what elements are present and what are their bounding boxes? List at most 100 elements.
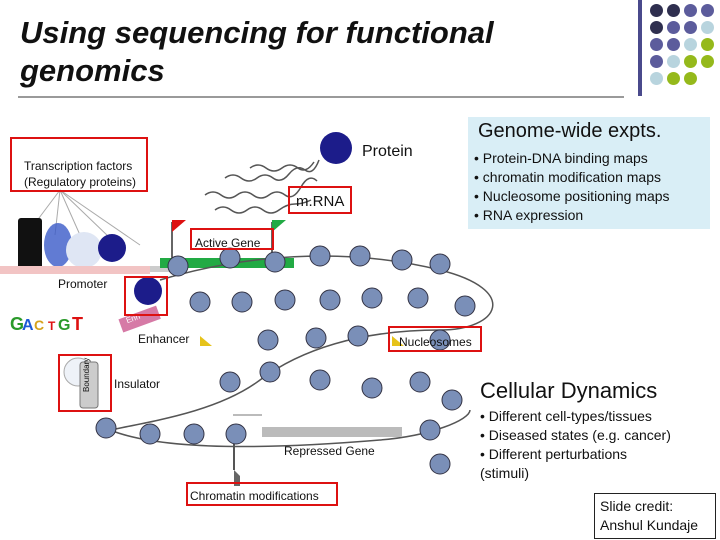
- grid-dot: [667, 4, 680, 17]
- grid-dot: [684, 4, 697, 17]
- nucleosome: [419, 419, 441, 441]
- grid-dot: [701, 38, 714, 51]
- highlight-active-gene-box: [190, 228, 274, 250]
- boundary-block: [79, 361, 99, 409]
- list-item: (stimuli): [480, 465, 529, 481]
- dna-strand: [150, 266, 175, 272]
- grid-dot: [667, 38, 680, 51]
- list-item: • Protein-DNA binding maps: [474, 150, 648, 166]
- nucleosome: [349, 245, 371, 267]
- list-item: • RNA expression: [474, 207, 584, 223]
- repressed-gene-bar: [262, 427, 402, 437]
- nucleosome: [257, 329, 279, 351]
- grid-dot: [667, 21, 680, 34]
- yellow-marker: [392, 336, 404, 346]
- nucleosome: [391, 249, 413, 271]
- tf-navy-circle: [98, 234, 126, 262]
- grid-dot: [667, 72, 680, 85]
- promoter-protein: [134, 277, 162, 305]
- cellular-dynamics-list: • Different cell-types/tissues • Disease…: [480, 407, 671, 483]
- nucleosome: [219, 247, 241, 269]
- dna-promoter-strand: [0, 266, 150, 274]
- list-item: • Different perturbations: [480, 446, 628, 462]
- highlight-nucleosomes-box: [388, 326, 482, 352]
- nucleosome: [259, 361, 281, 383]
- genome-wide-box: [468, 117, 710, 229]
- slide-credit: Slide credit: Anshul Kundaje: [594, 493, 716, 539]
- highlight-chromatin-mod-box: [186, 482, 338, 506]
- nucleosome: [429, 453, 451, 475]
- grid-dot: [701, 55, 714, 68]
- enhancer-tag: [118, 305, 161, 333]
- grid-dot: [684, 55, 697, 68]
- insulator-label: Insulator: [114, 377, 161, 391]
- protein-label: Protein: [362, 143, 413, 160]
- highlight-insulator-box: [58, 354, 112, 412]
- nucleosome: [441, 389, 463, 411]
- list-item: • Nucleosome positioning maps: [474, 188, 670, 204]
- promoter-label: Promoter: [58, 277, 108, 291]
- nucleosome: [189, 291, 211, 313]
- grid-dot: [701, 4, 714, 17]
- svg-text:A: A: [22, 317, 34, 334]
- grid-dot: [684, 21, 697, 34]
- slide-title: Using sequencing for functional genomics: [20, 15, 494, 88]
- nucleosome: [305, 327, 327, 349]
- grid-dot: [650, 38, 663, 51]
- svg-text:C: C: [34, 317, 44, 333]
- grid-dot: [701, 21, 714, 34]
- motif-logo: G A C T G T: [10, 314, 83, 334]
- nucleosome: [219, 371, 241, 393]
- nucleosome: [183, 423, 205, 445]
- chromatin-modifications-label: Chromatin modifications: [190, 489, 319, 503]
- nucleosome: [225, 423, 247, 445]
- grid-dot: [650, 21, 663, 34]
- grid-dot: [650, 72, 663, 85]
- decorative-dot-grid: [648, 4, 720, 90]
- nucleosome: [264, 251, 286, 273]
- nucleosome: [361, 377, 383, 399]
- svg-text:T: T: [72, 314, 83, 334]
- grid-dot: [650, 4, 663, 17]
- nucleosome-group: [95, 245, 476, 475]
- genome-wide-list: • Protein-DNA binding maps • chromatin m…: [474, 149, 670, 225]
- nucleosome: [347, 325, 369, 347]
- title-divider: [18, 96, 624, 98]
- svg-text:G: G: [10, 314, 24, 334]
- nucleosome: [309, 369, 331, 391]
- mrna-strands: [204, 159, 320, 214]
- nucleosome: [274, 289, 296, 311]
- list-item: • Different cell-types/tissues: [480, 408, 652, 424]
- enhancer-label: Enhancer: [138, 332, 190, 346]
- highlight-protein-box: [288, 186, 352, 214]
- nucleosome: [407, 287, 429, 309]
- list-item: • chromatin modification maps: [474, 169, 661, 185]
- highlight-promoter-box: [124, 276, 168, 316]
- grid-dot: [684, 72, 697, 85]
- credit-line-1: Slide credit:: [600, 498, 674, 514]
- nucleosome: [319, 289, 341, 311]
- tf-dark-block: [18, 218, 42, 270]
- red-flag: [172, 220, 186, 232]
- list-item: • Diseased states (e.g. cancer): [480, 427, 671, 443]
- green-flag: [272, 220, 286, 232]
- repressed-gene-label: Repressed Gene: [284, 444, 375, 458]
- grid-dot: [667, 55, 680, 68]
- genome-wide-heading: Genome-wide expts.: [478, 120, 662, 142]
- nucleosome: [309, 245, 331, 267]
- grid-dot: [650, 55, 663, 68]
- highlight-tf-box: [10, 137, 148, 192]
- mrna-label: m.RNA: [296, 193, 345, 210]
- nucleosome: [361, 287, 383, 309]
- nucleosome: [409, 371, 431, 393]
- nucleosome: [429, 253, 451, 275]
- yellow-marker: [200, 336, 212, 346]
- nucleosome: [167, 255, 189, 277]
- svg-text:G: G: [58, 317, 70, 334]
- nucleosome: [95, 417, 117, 439]
- accent-vertical-line: [638, 0, 642, 96]
- active-gene-label: Active Gene: [195, 236, 261, 250]
- nucleosome: [231, 291, 253, 313]
- nucleosome: [454, 295, 476, 317]
